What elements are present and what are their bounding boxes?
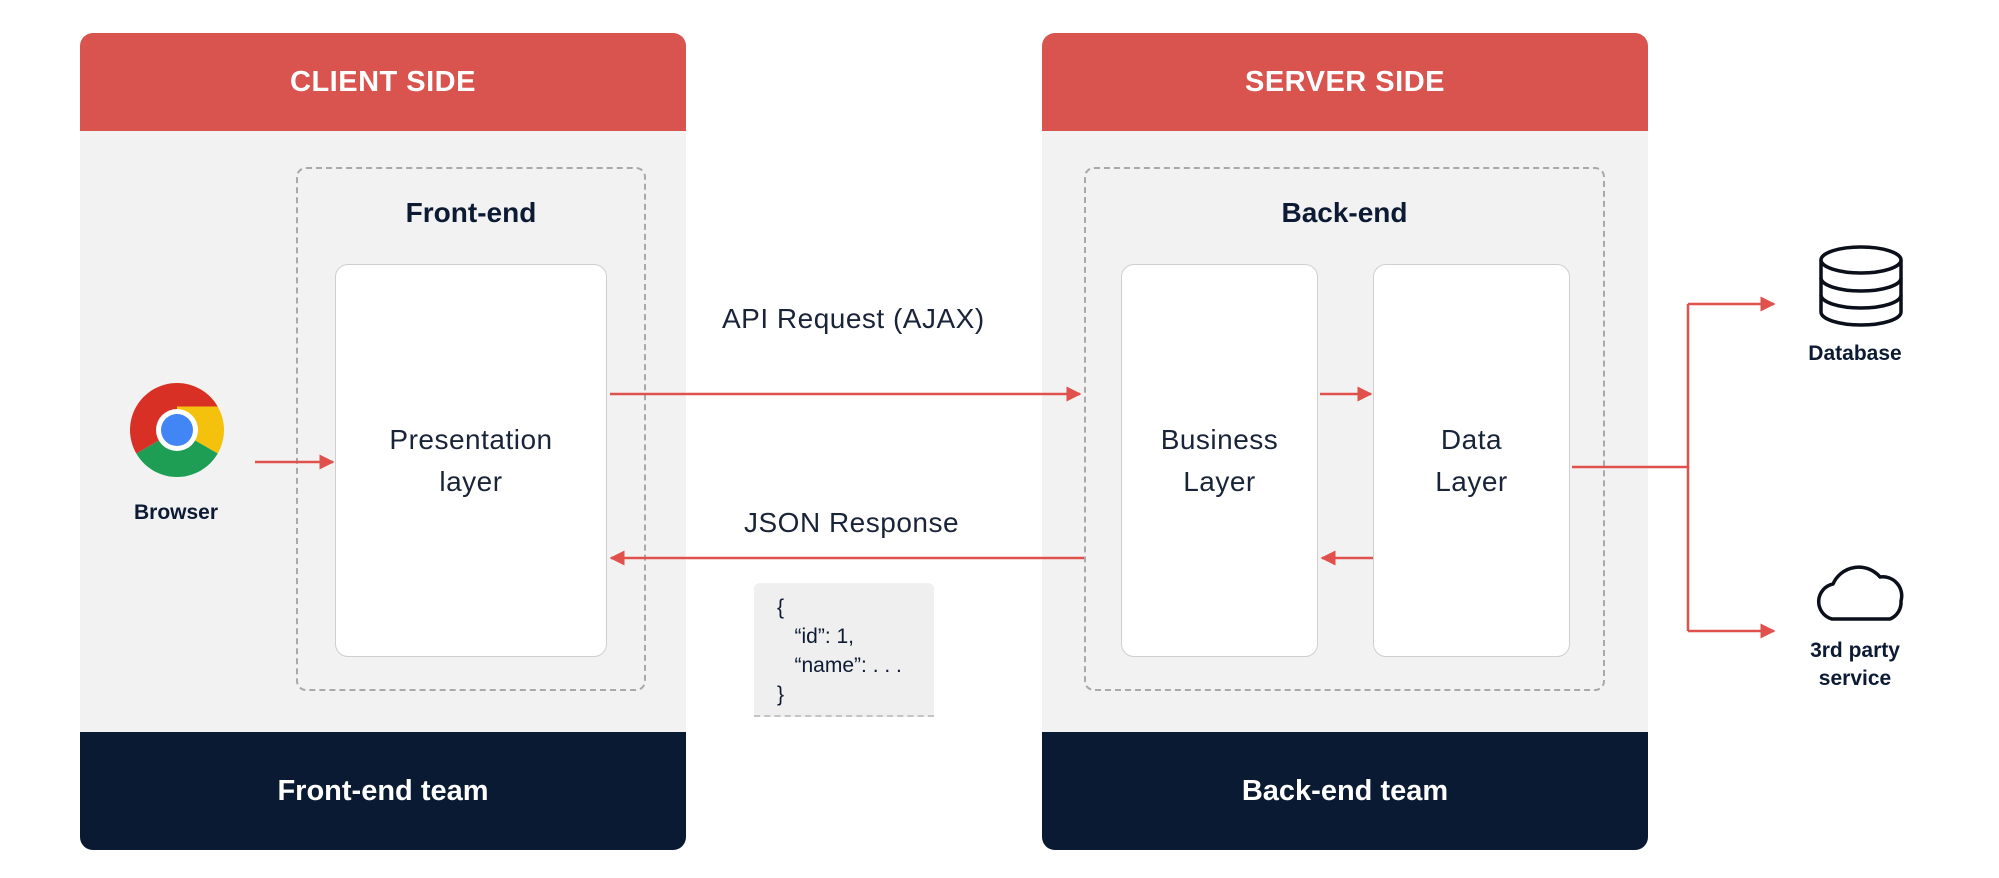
cloud-icon — [1816, 565, 1904, 621]
chrome-browser-icon — [130, 383, 224, 477]
data-to-external-connector — [1572, 304, 1690, 469]
json-response-label: JSON Response — [744, 507, 960, 538]
presentation-layer-label-line2: layer — [439, 465, 503, 497]
json-line: “name”: . . . — [777, 654, 902, 677]
database-icon — [1819, 245, 1903, 327]
server-side-header: SERVER SIDE — [1042, 33, 1648, 131]
presentation-layer-label-line1: Presentation — [389, 423, 553, 455]
api-request-label: API Request (AJAX) — [722, 303, 985, 334]
json-sample-box: { “id”: 1, “name”: . . . } — [754, 583, 934, 717]
frontend-team-footer: Front-end team — [80, 732, 686, 850]
json-line: “id”: 1, — [777, 625, 855, 648]
client-side-header: CLIENT SIDE — [80, 33, 686, 131]
json-line: { — [777, 596, 785, 619]
data-layer-label-line2: Layer — [1435, 465, 1508, 497]
data-layer-card: Data Layer — [1373, 264, 1570, 657]
frontend-group: Front-end — [296, 167, 646, 691]
third-party-label-line1: 3rd party — [1810, 639, 1900, 662]
database-label: Database — [1808, 342, 1902, 365]
business-layer-card: Business Layer — [1121, 264, 1318, 657]
data-layer-label-line1: Data — [1440, 423, 1503, 455]
third-party-label: 3rd party service — [1790, 637, 1920, 693]
backend-team-footer: Back-end team — [1042, 732, 1648, 850]
backend-group-title: Back-end — [1281, 197, 1408, 228]
third-party-label-line2: service — [1818, 667, 1892, 690]
frontend-group-title: Front-end — [405, 197, 537, 228]
business-layer-label-line1: Business — [1160, 423, 1279, 455]
json-line: } — [777, 683, 785, 706]
business-layer-label-line2: Layer — [1183, 465, 1256, 497]
presentation-layer-card: Presentation layer — [335, 264, 607, 657]
browser-label: Browser — [133, 501, 219, 524]
backend-group: Back-end — [1084, 167, 1605, 691]
